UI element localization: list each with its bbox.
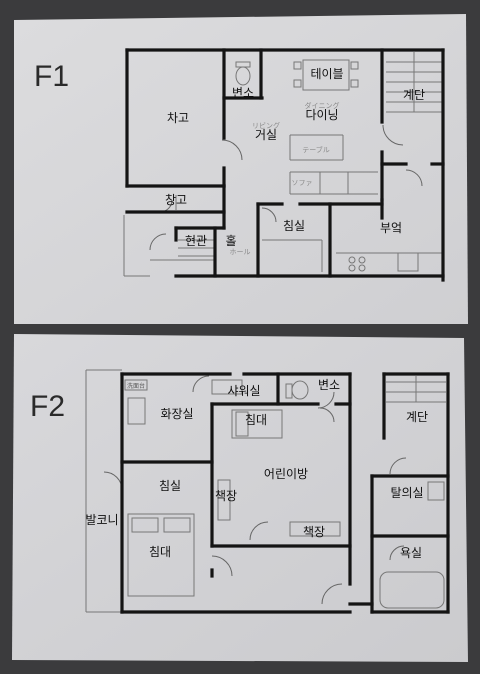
f2-thin-lines: [85, 369, 446, 613]
room-f1-garage: 차고: [167, 111, 189, 125]
sheet-f2-paper: [12, 334, 468, 662]
room-f2-kidbed: 침대: [245, 413, 267, 427]
room-f1-living: 거실: [255, 128, 277, 142]
room-f2-dressing: 탈의실: [390, 486, 423, 500]
room-f1-table: 테이블: [310, 67, 343, 81]
faint-table-jp: テーブル: [302, 145, 330, 154]
faint-basin-jp: 洗面台: [127, 382, 145, 390]
f2-walls: [120, 372, 450, 614]
room-f2-bath: 욕실: [400, 546, 422, 560]
room-f2-toilet: 변소: [318, 378, 340, 392]
room-f1-hall: 홀: [225, 234, 236, 248]
sheet-f1: F1: [14, 14, 468, 324]
room-f1-stairs: 계단: [403, 88, 425, 102]
faint-living-jp: リビング: [252, 121, 280, 130]
room-f1-storage: 창고: [165, 193, 187, 207]
f1-walls: [125, 48, 445, 282]
room-f1-entrance: 현관: [185, 234, 207, 248]
f2-room-labels: 샤워실 변소 계단 화장실 침대 어린이방 침실 책장 탈의실 발코니 책장 침…: [85, 378, 428, 560]
floor-label-f1: F1: [34, 60, 69, 93]
room-f1-dining: 다이닝: [305, 108, 338, 122]
f1-room-labels: 차고 변소 테이블 다이닝 계단 거실 창고 현관 홀 침실 부엌: [165, 67, 425, 248]
room-f1-toilet: 변소: [232, 86, 254, 100]
floor-label-f2: F2: [30, 390, 65, 423]
faint-sofa-jp: ソファ: [292, 179, 313, 187]
room-f1-kitchen: 부엌: [380, 221, 402, 235]
room-f2-shelf2: 책장: [303, 524, 325, 539]
sheet-f2: F2: [12, 334, 468, 662]
f2-faint-labels: 洗面台: [127, 382, 145, 390]
faint-hall-jp: ホール: [230, 248, 251, 256]
room-f2-bed: 침대: [149, 545, 171, 559]
room-f2-kidsroom: 어린이방: [264, 467, 308, 481]
f1-faint-labels: ダイニング リビング テーブル ソファ ホール: [230, 101, 340, 256]
f1-thin-lines: [123, 52, 444, 277]
room-f2-shower: 샤워실: [227, 384, 260, 398]
room-f2-balcony: 발코니: [85, 513, 118, 527]
room-f2-bedroom: 침실: [159, 479, 181, 493]
room-f1-bedroom: 침실: [283, 219, 305, 233]
faint-dining-jp: ダイニング: [305, 101, 340, 110]
room-f2-washroom: 화장실: [160, 407, 193, 421]
room-f2-stairs: 계단: [406, 410, 428, 424]
room-f2-shelf1: 책장: [215, 488, 237, 503]
